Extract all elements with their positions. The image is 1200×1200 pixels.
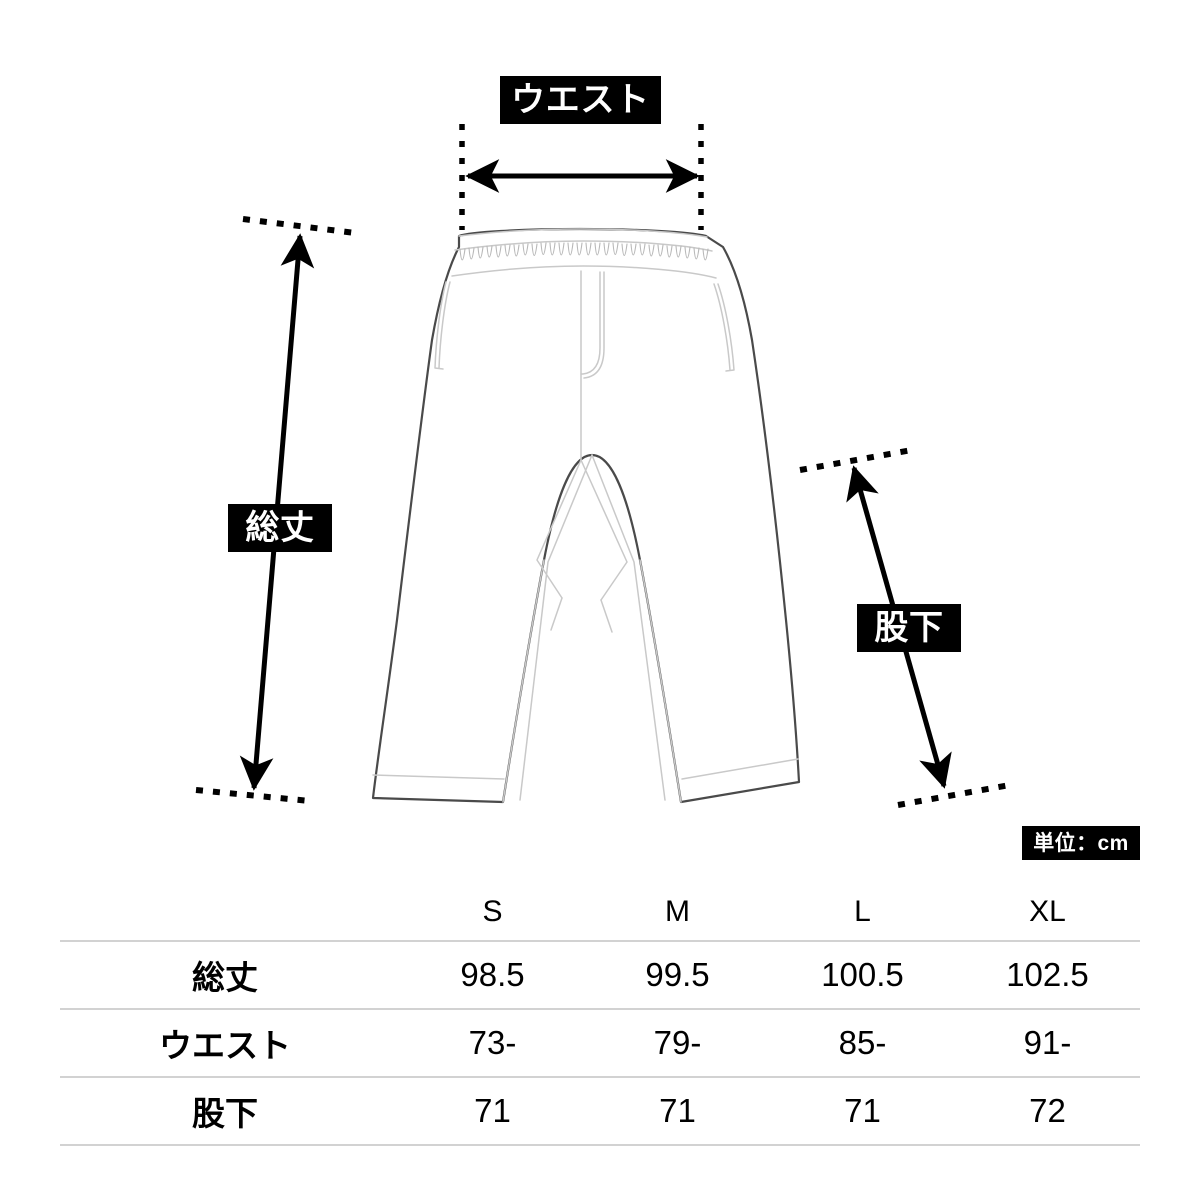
pocket-left	[434, 281, 447, 370]
label-total-length: 総丈	[228, 504, 332, 552]
size-header-m: M	[665, 895, 690, 928]
label-inseam: 股下	[857, 604, 961, 652]
inseam-guide-top	[799, 447, 913, 473]
label-waist: ウエスト	[500, 76, 661, 124]
waist-measure-group	[459, 124, 704, 230]
cell-waist-s: 73-	[468, 1024, 517, 1061]
pocket-right	[717, 283, 735, 372]
pants-illustration	[371, 227, 801, 804]
size-table-body: 総丈 98.5 99.5 100.5 102.5 ウエスト 73- 79- 85…	[60, 941, 1140, 1145]
size-table: S M L XL 総丈 98.5 99.5 100.5 102.5 ウエスト 7…	[60, 884, 1140, 1146]
waistband-gathers	[459, 242, 709, 261]
table-row: 股下 71 71 71 72	[60, 1077, 1140, 1145]
size-table-head: S M L XL	[60, 884, 1140, 941]
cell-inseam-xl: 72	[1029, 1092, 1066, 1129]
drawstring	[580, 271, 601, 375]
cell-inseam-m: 71	[659, 1092, 696, 1129]
row-label-total-length: 総丈	[192, 959, 258, 996]
hem-right	[681, 758, 799, 780]
cell-total-length-xl: 102.5	[1006, 956, 1089, 993]
size-table-header-row: S M L XL	[60, 884, 1140, 941]
cell-inseam-l: 71	[844, 1092, 881, 1129]
length-guide-top	[242, 216, 356, 236]
row-label-waist: ウエスト	[159, 1027, 291, 1064]
cell-total-length-l: 100.5	[821, 956, 904, 993]
cell-inseam-s: 71	[474, 1092, 511, 1129]
row-label-inseam: 股下	[192, 1095, 258, 1132]
pants-diagram: .olS { fill:#ffffff; stroke:#4a4a4a; str…	[195, 124, 1011, 808]
label-unit: 単位：cm	[1022, 826, 1140, 860]
inseam-guide-bottom	[897, 782, 1011, 808]
cell-waist-m: 79-	[653, 1024, 702, 1061]
cell-waist-l: 85-	[838, 1024, 887, 1061]
size-header-l: L	[854, 895, 871, 928]
cell-total-length-s: 98.5	[460, 956, 525, 993]
size-header-xl: XL	[1029, 895, 1066, 928]
table-row: 総丈 98.5 99.5 100.5 102.5	[60, 941, 1140, 1009]
length-guide-bottom	[195, 787, 311, 804]
hem-left	[372, 774, 505, 780]
cell-waist-xl: 91-	[1023, 1024, 1072, 1061]
size-header-s: S	[482, 895, 503, 928]
table-row: ウエスト 73- 79- 85- 91-	[60, 1009, 1140, 1077]
corner-header	[60, 884, 400, 941]
cell-total-length-m: 99.5	[645, 956, 710, 993]
